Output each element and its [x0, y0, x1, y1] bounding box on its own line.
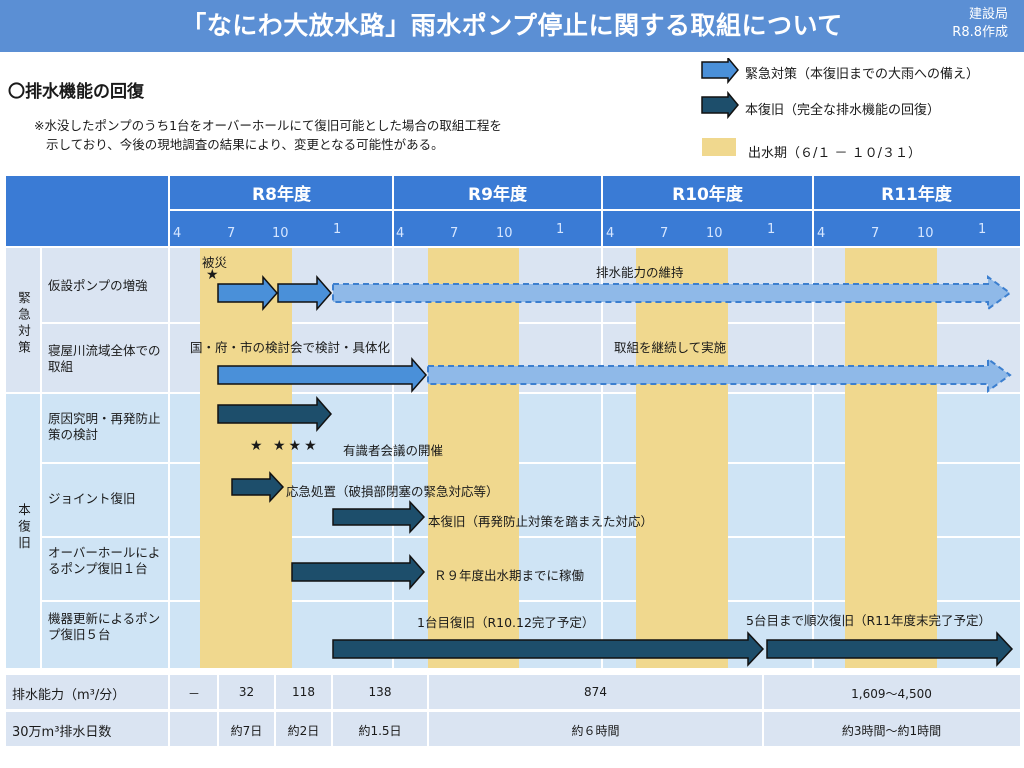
- drain-days-value-4: 約６時間: [571, 724, 620, 738]
- flood-band-r11: [845, 248, 937, 668]
- note-line-1: ※水没したポンプのうち1台をオーバーホールにて復旧可能とした場合の取組工程を: [34, 118, 502, 133]
- legend-full-arrow-icon: [701, 90, 739, 120]
- legend-flood-swatch: [702, 138, 736, 156]
- legend-flood: 出水期（６/１ － １０/３１）: [748, 146, 922, 161]
- group-emergency: 緊急対策: [16, 291, 31, 357]
- page-title: 「なにわ大放水路」雨水ポンプ停止に関する取組について: [181, 11, 843, 40]
- capacity-value-5: 874: [584, 685, 607, 699]
- month-10-r9: 10: [496, 226, 513, 241]
- legend-full: 本復旧（完全な排水機能の回復）: [745, 103, 941, 118]
- month-10-r11: 10: [917, 226, 934, 241]
- overhaul-label: Ｒ９年度出水期までに稼働: [434, 568, 585, 583]
- year-r10: R10年度: [672, 185, 743, 205]
- month-10-r10: 10: [706, 226, 723, 241]
- month-1-r9: 1: [556, 222, 565, 237]
- month-1-r10: 1: [767, 222, 776, 237]
- joint-full-arrow: [332, 500, 426, 534]
- year-r9: R9年度: [468, 185, 527, 205]
- one-unit-arrow: [332, 631, 765, 667]
- joint-urgent-arrow: [231, 471, 285, 503]
- five-units-label: 5台目まで順次復旧（R11年度末完了予定）: [746, 613, 992, 628]
- capacity-value-4: 138: [368, 685, 392, 699]
- row-bg-2: [42, 324, 168, 392]
- row-bg-3: [42, 394, 168, 462]
- note-line-2: 示しており、今後の現地調査の結果により、変更となる可能性がある。: [46, 137, 444, 152]
- month-7-r9: 7: [450, 226, 459, 241]
- capacity-value-1: －: [187, 687, 200, 701]
- month-4-r10: 4: [606, 226, 615, 241]
- drain-days-label: 30万m³排水日数: [12, 725, 112, 740]
- capacity-row-bg: [6, 675, 1020, 709]
- note: ※水没したポンプのうち1台をオーバーホールにて復旧可能とした場合の取組工程を 示…: [34, 116, 502, 154]
- joint-full-label: 本復旧（再発防止対策を踏まえた対応）: [428, 514, 654, 529]
- flood-band-r9: [428, 248, 519, 668]
- row-bg-5: [42, 538, 168, 600]
- flood-band-r8: [200, 248, 292, 668]
- row-label-temp-pump: 仮設ポンプの増強: [48, 278, 148, 293]
- row-label-replacement: 機器更新によるポンプ復旧５台: [48, 611, 161, 642]
- continue-label: 取組を継続して実施: [614, 340, 727, 355]
- disaster-star-icon: ★: [206, 267, 219, 283]
- disaster-label: 被災: [202, 255, 228, 270]
- temp-pump-arrow-2: [277, 275, 332, 311]
- capacity-value-2: 32: [238, 685, 255, 699]
- department-date: 建設局 R8.8作成: [952, 6, 1008, 42]
- drain-days-value-3: 約1.5日: [358, 724, 402, 738]
- row-label-investigation: 原因究明・再発防止策の検討: [48, 411, 161, 442]
- capacity-label: 排水能力（m³/分）: [12, 688, 126, 703]
- row-label-overhaul: オーバーホールによるポンプ復旧１台: [48, 545, 161, 576]
- month-10-r8: 10: [272, 226, 289, 241]
- continue-measures-dashed-arrow: [427, 357, 1012, 393]
- flood-band-r10: [636, 248, 728, 668]
- year-r11: R11年度: [881, 185, 952, 205]
- month-4-r9: 4: [396, 226, 405, 241]
- urgent-label: 応急処置（破損部閉塞の緊急対応等）: [286, 484, 499, 499]
- capacity-value-6: 1,609～4,500: [851, 687, 932, 701]
- drain-days-value-1: 約7日: [230, 724, 263, 738]
- month-7-r8: 7: [227, 226, 236, 241]
- legend-emergency-arrow-icon: [701, 58, 739, 85]
- legend-emergency: 緊急対策（本復旧までの大雨への備え）: [745, 67, 980, 82]
- row-label-joint: ジョイント復旧: [48, 491, 136, 506]
- drain-days-value-5: 約3時間～約1時間: [841, 724, 942, 738]
- basin-wide-arrow: [217, 357, 427, 393]
- month-1-r8: 1: [333, 222, 342, 237]
- one-unit-label: 1台目復旧（R10.12完了予定）: [417, 615, 595, 630]
- group-full: 本復旧: [16, 503, 31, 553]
- group-bg-emergency: [6, 248, 40, 392]
- drain-row-bg: [6, 712, 1020, 746]
- experts-label: 有識者会議の開催: [343, 443, 444, 458]
- expert-meeting-stars-icon: ★ ★★★: [250, 438, 320, 454]
- maintain-capacity-label: 排水能力の維持: [596, 265, 684, 280]
- month-1-r11: 1: [978, 222, 987, 237]
- section-heading: 〇排水機能の回復: [8, 82, 144, 102]
- legend-swatches: [701, 58, 739, 156]
- temp-pump-arrow-1: [217, 275, 278, 311]
- drain-days-value-2: 約2日: [287, 724, 320, 738]
- capacity-value-3: 118: [292, 685, 315, 699]
- month-7-r11: 7: [871, 226, 880, 241]
- maintain-capacity-dashed-arrow: [332, 275, 1012, 311]
- overhaul-arrow: [291, 554, 425, 590]
- created-date: R8.8作成: [952, 25, 1008, 40]
- department: 建設局: [968, 7, 1008, 22]
- month-4-r11: 4: [817, 226, 826, 241]
- five-units-arrow: [766, 631, 1014, 667]
- row-bg-1: [42, 248, 168, 322]
- year-r8: R8年度: [252, 185, 311, 205]
- row-label-basin-wide: 寝屋川流域全体での取組: [48, 343, 161, 374]
- row-bg-6: [42, 602, 168, 668]
- month-4-r8: 4: [173, 226, 182, 241]
- month-7-r10: 7: [660, 226, 669, 241]
- council-label: 国・府・市の検討会で検討・具体化: [190, 340, 391, 355]
- investigation-arrow: [217, 396, 332, 432]
- title-bar: [0, 0, 1024, 52]
- group-bg-full: [6, 394, 40, 668]
- row-bg-4: [42, 464, 168, 536]
